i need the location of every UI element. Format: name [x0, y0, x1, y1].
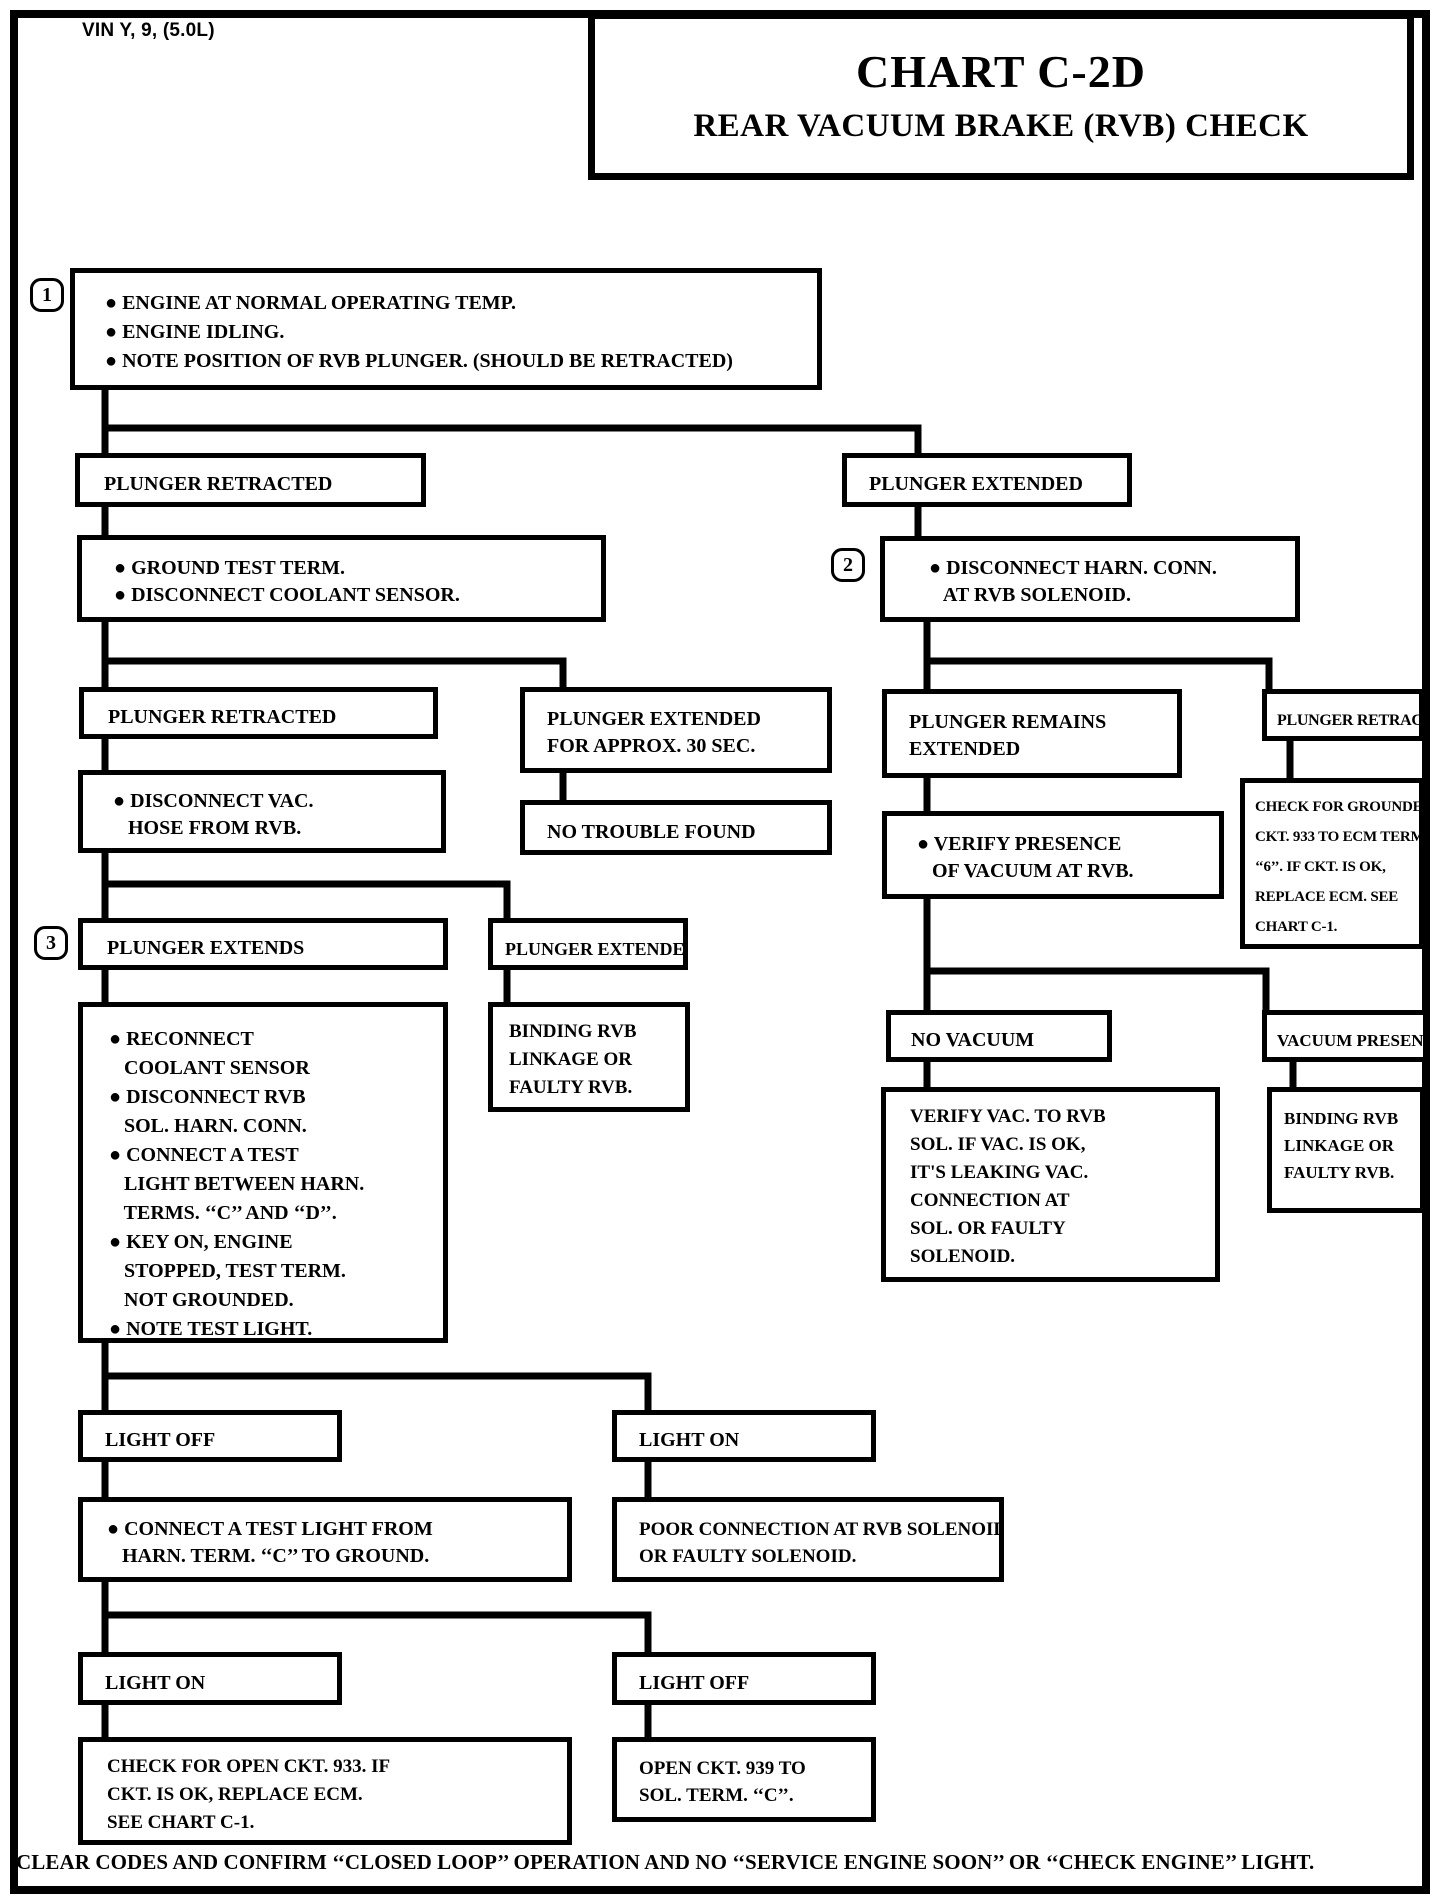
branch-light-off-2: LIGHT OFF [612, 1652, 876, 1705]
connector-c2l-split [101, 1582, 652, 1652]
step-number-1: 1 [30, 278, 64, 312]
start-conditions-box: ● ENGINE AT NORMAL OPERATING TEMP.● ENGI… [70, 268, 822, 390]
chart-title-box: CHART C-2D REAR VACUUM BRAKE (RVB) CHECK [588, 12, 1414, 180]
branch-plunger-extended-2: PLUNGER EXTENDED [488, 918, 688, 970]
vin-label: VIN Y, 9, (5.0L) [82, 20, 215, 41]
ground-test-term-box: ● GROUND TEST TERM.● DISCONNECT COOLANT … [77, 535, 606, 622]
branch-no-vacuum: NO VACUUM [886, 1010, 1112, 1062]
step-number-3: 3 [34, 926, 68, 960]
chart-subtitle: REAR VACUUM BRAKE (RVB) CHECK [693, 108, 1309, 144]
branch-vacuum-present: VACUUM PRESENT [1262, 1010, 1428, 1062]
connect-test-light-ground-box: ● CONNECT A TEST LIGHT FROM HARN. TERM. … [78, 1497, 572, 1582]
branch-plunger-retracted-1: PLUNGER RETRACTED [75, 453, 426, 507]
branch-light-on-2: LIGHT ON [78, 1652, 342, 1705]
branch-light-off-1: LIGHT OFF [78, 1410, 342, 1462]
step-number-2: 2 [831, 548, 865, 582]
branch-plunger-retracts: PLUNGER RETRACTS [1262, 689, 1424, 741]
branch-plunger-retracted-2: PLUNGER RETRACTED [79, 687, 438, 739]
disconnect-harness-box: ● DISCONNECT HARN. CONN. AT RVB SOLENOID… [880, 536, 1300, 622]
no-trouble-found-box: NO TROUBLE FOUND [520, 800, 832, 855]
connector-start-split [101, 390, 922, 453]
connector-b6-split [923, 899, 1270, 1010]
branch-light-on-1: LIGHT ON [612, 1410, 876, 1462]
connector-a9-split [101, 1343, 652, 1410]
verify-presence-of-vacuum-box: ● VERIFY PRESENCE OF VACUUM AT RVB. [882, 811, 1224, 899]
connector-a5-split [101, 853, 511, 918]
connector-a2-split [101, 622, 567, 687]
branch-plunger-extended-1: PLUNGER EXTENDED [842, 453, 1132, 507]
branch-plunger-extends: PLUNGER EXTENDS [78, 918, 448, 970]
chart-title: CHART C-2D [856, 46, 1146, 97]
footer-note: CLEAR CODES AND CONFIRM ‘‘CLOSED LOOP’’ … [16, 1850, 1315, 1874]
connector-b2-split [923, 622, 1273, 689]
test-light-setup-box: ● RECONNECT COOLANT SENSOR● DISCONNECT R… [78, 1002, 448, 1343]
disconnect-vac-hose-box: ● DISCONNECT VAC. HOSE FROM RVB. [78, 770, 446, 853]
